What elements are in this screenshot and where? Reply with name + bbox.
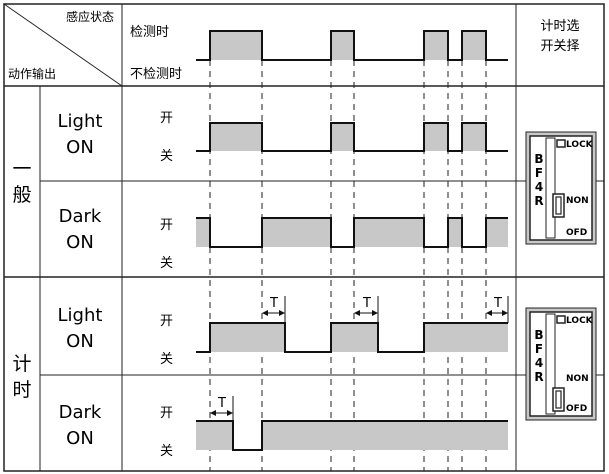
row-label-dark-on: ON [66,232,94,253]
row-label-light-on: Light [58,111,103,132]
model-letter: B [534,328,543,342]
model-letter: 4 [535,180,543,194]
row-label-light-on: ON [66,137,94,158]
switch-knob [555,390,562,409]
row-label-light-on: Light [58,305,103,326]
edge-markers [209,60,487,471]
lock-slot-icon [556,139,566,148]
delay-label: T [269,296,278,311]
non-label: NON [566,374,589,384]
row-label-light-on: ON [66,331,94,352]
lock-label: LOCK [566,316,594,326]
waveform-sensing [196,30,508,61]
action-output-label: 动作输出 [8,66,56,81]
non-label: NON [566,196,589,206]
waveform-timer-light-on [196,322,508,353]
lock-label: LOCK [566,140,594,150]
delay-label: T [493,296,502,311]
sensing-fill [210,31,486,60]
row-label-dark-on: Dark [59,206,102,227]
timer-switch-label-2: 开关择 [540,39,579,54]
lock-slot-icon [556,315,566,324]
timer-dark-on-fill [196,421,508,450]
ofd-label: OFD [566,228,587,238]
off-label: 关 [160,352,173,367]
general-light-on-fill [210,123,486,151]
general-dark-on-line [196,217,508,248]
model-letter: F [535,342,543,356]
on-label: 开 [160,406,173,421]
sensing-state-label: 感应状态 [66,9,114,24]
general-dark-on-fill [196,218,508,247]
mode-selector-switch: B F 4 R LOCK NON OFD [525,131,597,245]
group-label-timer-2: 时 [12,379,31,401]
model-letter: R [534,370,543,384]
timer-light-on-fill [210,323,508,352]
timer-switch-label-1: 计时选 [540,19,579,34]
group-label-timer-1: 计 [12,353,31,375]
off-label: 关 [160,149,173,164]
model-letter: F [535,166,543,180]
model-letter: 4 [535,356,543,370]
off-label: 关 [160,444,173,459]
group-label-general-2: 般 [12,184,31,206]
mode-selector-switch: B F 4 R LOCK NON OFD [525,307,597,421]
no-detect-label: 不检测时 [130,67,182,82]
row-label-dark-on: ON [66,428,94,449]
model-letter: B [534,152,543,166]
sensing-line [196,30,508,61]
delay-label: T [217,396,226,411]
waveform-general-dark-on [196,217,508,248]
ofd-label: OFD [566,404,587,414]
model-letter: R [534,194,543,208]
on-label: 开 [160,314,173,329]
switch-knob [555,196,562,215]
waveform-timer-dark-on [196,420,508,451]
row-label-dark-on: Dark [59,402,102,423]
delay-label: T [362,296,371,311]
timer-light-on-line [196,322,508,353]
table-grid [3,3,605,472]
detect-label: 检测时 [130,25,169,40]
timer-dark-on-line [196,420,508,451]
group-label-general-1: 一 [12,158,31,180]
waveform-general-light-on [196,122,508,152]
general-light-on-line [196,122,508,152]
delay-markers [210,296,509,421]
on-label: 开 [160,218,173,233]
off-label: 关 [160,256,173,271]
on-label: 开 [160,111,173,126]
